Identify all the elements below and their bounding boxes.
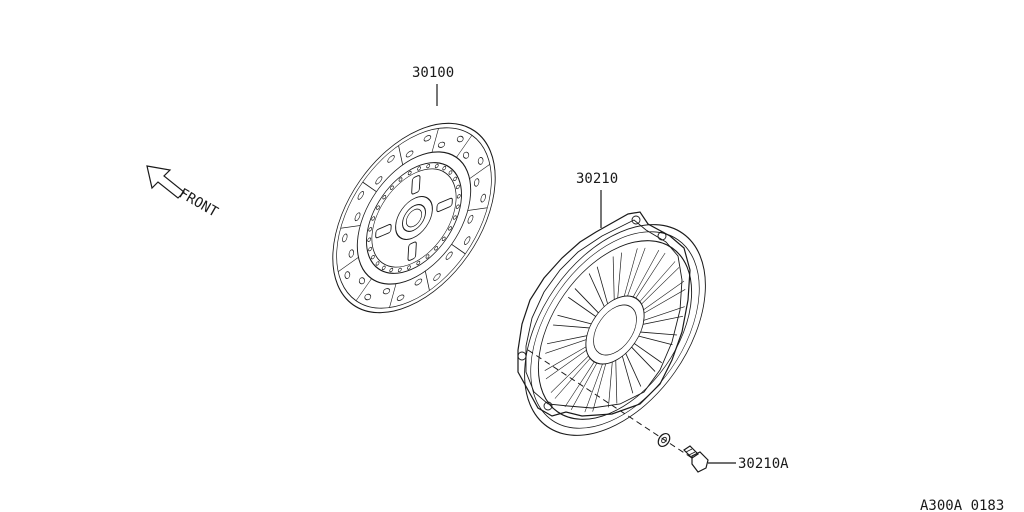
clutch-disc: [332, 122, 496, 314]
bolt-part-number: 30210A: [738, 456, 789, 472]
front-arrow-icon: [146, 165, 185, 199]
figure-code: A300A 0183: [920, 498, 1004, 512]
clutch-cover-part-number: 30210: [576, 171, 618, 187]
clutch-disc-part-number: 30100: [412, 65, 454, 81]
front-label: FRONT: [176, 186, 221, 221]
clutch-cover: [517, 211, 706, 436]
bolt: [683, 445, 709, 473]
assembly-line: [527, 349, 693, 459]
washer: [657, 432, 671, 448]
